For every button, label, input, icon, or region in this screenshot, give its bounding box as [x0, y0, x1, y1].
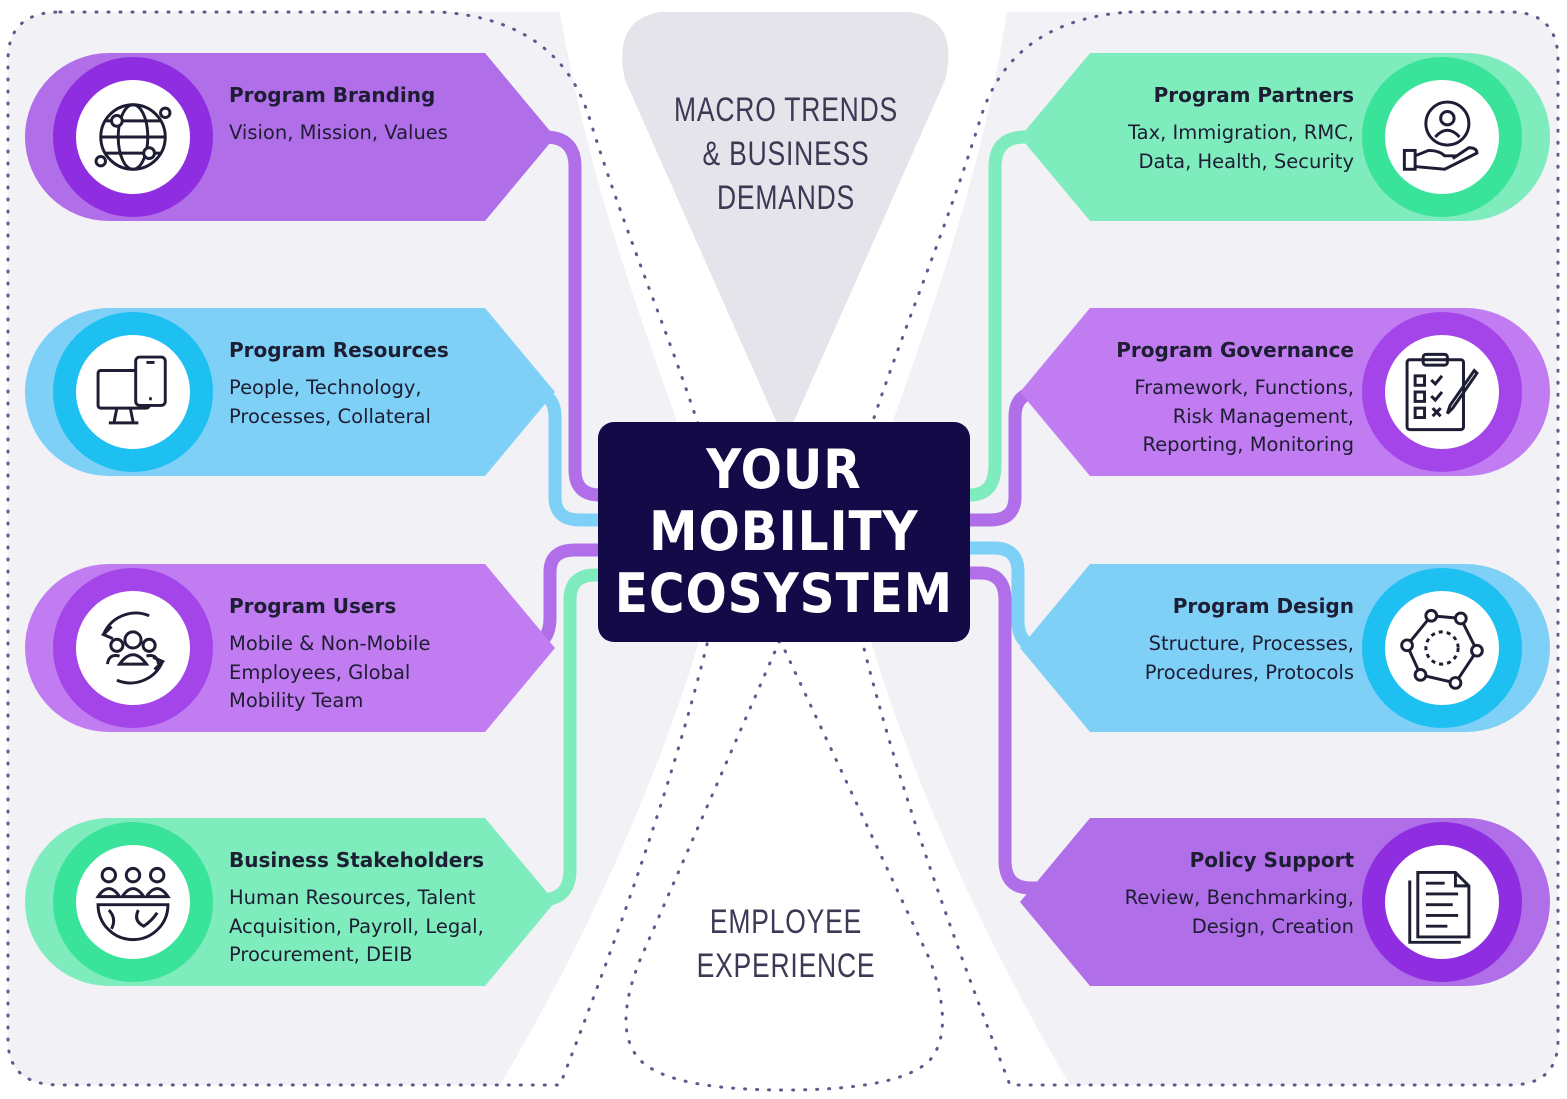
employee-experience-text: EMPLOYEE EXPERIENCE: [696, 903, 876, 985]
card-policy-support: Policy Support Review, Benchmarking, Des…: [1000, 818, 1550, 986]
devices-icon: [96, 355, 167, 425]
ring: [1362, 312, 1522, 472]
card-description: People, Technology, Processes, Collatera…: [229, 376, 431, 428]
process-cycle-icon: [1400, 608, 1484, 690]
card-title: Program Branding: [229, 83, 436, 107]
ring: [53, 568, 213, 728]
card-description: Tax, Immigration, RMC, Data, Health, Sec…: [1127, 121, 1354, 173]
ring: [1362, 568, 1522, 728]
card-title: Program Governance: [1116, 338, 1354, 362]
ring: [53, 312, 213, 472]
user-group-cycle-icon: [100, 611, 166, 685]
card-text: Business Stakeholders Human Resources, T…: [229, 848, 529, 970]
card-text: Program Branding Vision, Mission, Values: [229, 83, 529, 148]
card-business-stakeholders: Business Stakeholders Human Resources, T…: [25, 818, 575, 986]
card-title: Policy Support: [1189, 848, 1354, 872]
card-program-users: Program Users Mobile & Non-Mobile Employ…: [25, 564, 575, 732]
card-title: Program Design: [1172, 594, 1354, 618]
card-description: Vision, Mission, Values: [229, 121, 448, 144]
card-program-branding: Program Branding Vision, Mission, Values: [25, 53, 575, 221]
card-text: Policy Support Review, Benchmarking, Des…: [1054, 848, 1354, 941]
card-title: Program Resources: [229, 338, 449, 362]
card-text: Program Governance Framework, Functions,…: [1054, 338, 1354, 460]
ring: [53, 57, 213, 217]
employee-experience-label: EMPLOYEE EXPERIENCE: [669, 900, 903, 988]
card-title: Business Stakeholders: [229, 848, 485, 872]
card-description: Mobile & Non-Mobile Employees, Global Mo…: [229, 632, 431, 712]
card-program-design: Program Design Structure, Processes, Pro…: [1000, 564, 1550, 732]
globe-network-icon: [94, 103, 172, 171]
macro-trends-label: MACRO TRENDS & BUSINESS DEMANDS: [669, 88, 903, 220]
ring: [53, 822, 213, 982]
card-text: Program Design Structure, Processes, Pro…: [1054, 594, 1354, 687]
card-program-partners: Program Partners Tax, Immigration, RMC, …: [1000, 53, 1550, 221]
checklist-clipboard-icon: [1405, 352, 1479, 432]
card-program-resources: Program Resources People, Technology, Pr…: [25, 308, 575, 476]
document-icon: [1408, 870, 1471, 944]
hand-user-icon: [1402, 100, 1479, 171]
global-people-icon: [95, 866, 171, 942]
center-hub: YOUR MOBILITY ECOSYSTEM: [598, 422, 970, 642]
card-text: Program Resources People, Technology, Pr…: [229, 338, 529, 431]
macro-trends-text: MACRO TRENDS & BUSINESS DEMANDS: [673, 91, 898, 217]
ring: [1362, 57, 1522, 217]
card-text: Program Partners Tax, Immigration, RMC, …: [1054, 83, 1354, 176]
center-title: YOUR MOBILITY ECOSYSTEM: [614, 438, 954, 625]
card-program-governance: Program Governance Framework, Functions,…: [1000, 308, 1550, 476]
card-title: Program Partners: [1153, 83, 1354, 107]
card-text: Program Users Mobile & Non-Mobile Employ…: [229, 594, 529, 716]
card-description: Review, Benchmarking, Design, Creation: [1124, 886, 1354, 938]
ring: [1362, 822, 1522, 982]
card-description: Human Resources, Talent Acquisition, Pay…: [229, 886, 484, 966]
card-title: Program Users: [229, 594, 397, 618]
card-description: Framework, Functions, Risk Management, R…: [1134, 376, 1354, 456]
card-description: Structure, Processes, Procedures, Protoc…: [1144, 632, 1354, 684]
